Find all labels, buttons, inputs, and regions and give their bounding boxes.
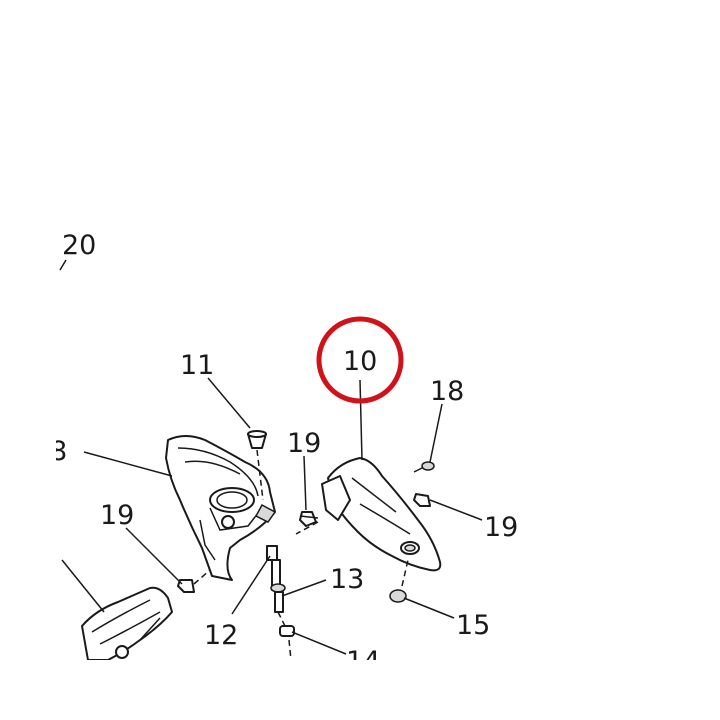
- leader-11: [207, 377, 251, 429]
- part-20-chute: [81, 586, 173, 661]
- callout-19-right: 19: [484, 512, 518, 543]
- shaft-axis-lower: [288, 639, 292, 661]
- leader-19-right: [429, 499, 483, 521]
- leader-14: [291, 631, 347, 655]
- left-crop-mask: [0, 420, 56, 480]
- part-12-13-14-shaft: [266, 545, 295, 637]
- callout-12: 12: [204, 620, 238, 651]
- shaft-axis: [277, 611, 287, 629]
- part-10-guide-cover: [321, 457, 442, 572]
- callout-18: 18: [430, 376, 464, 407]
- part-11-axis: [256, 449, 264, 501]
- part-11-sleeve: [247, 430, 267, 449]
- highlight-circle: [316, 316, 404, 404]
- bottom-crop-mask: [0, 660, 720, 720]
- leader-20: [59, 259, 67, 271]
- leader-18: [429, 403, 443, 463]
- part-15-nut: [389, 589, 407, 603]
- part-10-axis: [295, 521, 319, 535]
- part-19-left-axis: [193, 569, 211, 585]
- part-18-screw: [413, 461, 435, 473]
- leader-15: [403, 597, 455, 619]
- part-19-right-clip: [413, 493, 431, 507]
- callout-13: 13: [330, 564, 364, 595]
- part-8-housing: [165, 435, 277, 581]
- callout-15: 15: [456, 610, 490, 641]
- callout-11: 11: [180, 350, 214, 381]
- leader-19-upper: [303, 455, 307, 511]
- leader-19-left: [125, 527, 183, 585]
- callout-19-upper: 19: [287, 428, 321, 459]
- part-15-axis: [401, 559, 409, 587]
- callout-10: 10: [343, 346, 377, 377]
- callout-20: 20: [62, 230, 96, 261]
- leader-8: [83, 451, 173, 477]
- leader-13: [281, 579, 327, 597]
- leader-10: [359, 379, 363, 461]
- leader-12: [231, 555, 271, 615]
- leader-8-lower: [61, 559, 105, 613]
- part-19-upper-clip: [299, 511, 319, 527]
- callout-19-left: 19: [100, 500, 134, 531]
